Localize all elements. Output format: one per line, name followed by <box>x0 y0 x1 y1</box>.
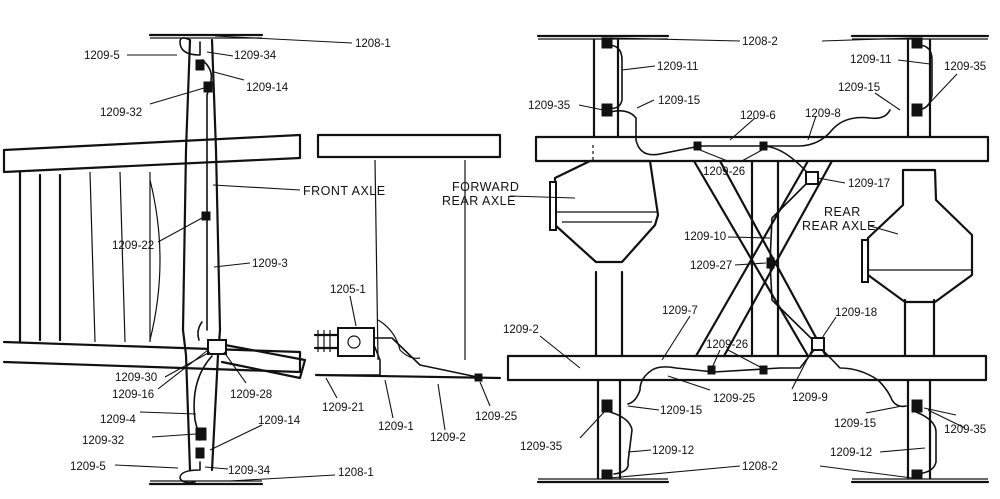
label-1209-6: 1209-6 <box>740 110 776 122</box>
label-1205-1: 1205-1 <box>330 284 366 296</box>
rear-left-top-hose <box>607 44 623 110</box>
label-1209-10: 1209-10 <box>684 231 726 243</box>
label-1209-11-left: 1209-11 <box>657 61 698 73</box>
label-1209-35-tl: 1209-35 <box>528 100 570 112</box>
label-1209-30: 1209-30 <box>115 372 157 384</box>
label-forward-rear-axle-1: FORWARD <box>452 180 519 194</box>
label-1209-12-left: 1209-12 <box>652 445 694 457</box>
front-top-hose-loop <box>179 37 201 56</box>
label-1209-1: 1209-1 <box>378 421 414 433</box>
label-1209-17: 1209-17 <box>848 178 890 190</box>
label-1208-2-bot: 1208-2 <box>742 461 778 473</box>
front-top-fitting <box>195 59 205 71</box>
label-1209-18: 1209-18 <box>835 307 877 319</box>
label-front-axle: FRONT AXLE <box>303 184 386 198</box>
label-1209-34-bot: 1209-34 <box>228 465 271 477</box>
rear-differential <box>866 168 974 304</box>
front-frame-rail-bottom <box>2 340 302 374</box>
label-1209-14-top: 1209-14 <box>246 82 289 94</box>
label-1209-25-right: 1209-25 <box>713 393 755 405</box>
label-1209-2-mid: 1209-2 <box>430 432 466 444</box>
front-frame-rail-top <box>2 133 302 174</box>
middle-frame-rail-top <box>316 133 502 159</box>
label-1209-15-tl: 1209-15 <box>658 95 700 107</box>
label-1209-4: 1209-4 <box>100 414 136 426</box>
label-1209-16: 1209-16 <box>112 389 154 401</box>
label-1209-34-top: 1209-34 <box>234 50 277 62</box>
label-1209-7: 1209-7 <box>662 305 698 317</box>
front-axle-beam-left-edge <box>181 38 192 472</box>
cross-member-diag-2 <box>694 159 834 358</box>
middle-frame-rail-bottom <box>314 373 502 380</box>
label-1209-28: 1209-28 <box>230 389 272 401</box>
label-1209-14-bot: 1209-14 <box>258 415 301 427</box>
label-1209-9: 1209-9 <box>792 392 828 404</box>
label-rear-rear-axle-1: REAR <box>824 205 861 219</box>
forward-differential <box>553 159 660 264</box>
label-1209-35-br: 1209-35 <box>944 424 986 436</box>
label-1209-2-right: 1209-2 <box>503 324 539 336</box>
front-junction-block <box>207 339 227 355</box>
label-1209-8: 1209-8 <box>805 108 841 120</box>
label-1209-21: 1209-21 <box>322 402 364 414</box>
center-cross-member <box>750 159 780 358</box>
rear-right-bottom-hose <box>915 411 937 475</box>
rear-right-top-hose <box>915 44 933 111</box>
rear-axles-assembly <box>506 34 990 484</box>
label-1209-25-mid: 1209-25 <box>475 411 517 423</box>
label-1209-5-top: 1209-5 <box>84 50 120 62</box>
front-clip <box>201 211 211 221</box>
label-1209-32-top: 1209-32 <box>100 107 142 119</box>
label-1209-12-right: 1209-12 <box>830 447 872 459</box>
label-1209-3: 1209-3 <box>252 258 288 270</box>
front-frame-end <box>18 170 62 344</box>
label-forward-rear-axle-2: REAR AXLE <box>442 194 516 208</box>
label-1209-15-tr: 1209-15 <box>838 82 880 94</box>
rear-frame-rail-top <box>534 135 990 163</box>
rear-frame-rail-bottom <box>506 354 988 382</box>
rear-left-bottom-hose <box>609 411 633 475</box>
leader-lines <box>114 35 966 482</box>
brake-valve-assembly <box>313 133 502 382</box>
label-rear-rear-axle-2: REAR AXLE <box>802 219 876 233</box>
front-axle-assembly <box>2 33 307 486</box>
label-1209-26-bot: 1209-26 <box>706 339 748 351</box>
label-1209-26-top: 1209-26 <box>703 166 745 178</box>
label-1208-1-top: 1208-1 <box>355 38 391 50</box>
label-1209-15-br: 1209-15 <box>834 418 876 430</box>
label-1209-15-bl: 1209-15 <box>660 405 702 417</box>
label-1209-22: 1209-22 <box>112 240 154 252</box>
brake-valve-body <box>337 327 375 357</box>
label-1209-35-bl: 1209-35 <box>520 441 562 453</box>
label-1208-1-bot: 1208-1 <box>338 467 374 479</box>
junction-1209-18 <box>811 337 825 351</box>
label-1209-35-tr: 1209-35 <box>944 61 986 73</box>
label-1208-2-top: 1208-2 <box>742 36 778 48</box>
front-axle-beam-right-edge <box>210 38 222 472</box>
part-labels: 1208-1 1209-5 1209-34 1209-14 1209-32 FR… <box>70 36 986 479</box>
label-1209-11-right: 1209-11 <box>850 54 891 66</box>
label-1209-27: 1209-27 <box>690 260 732 272</box>
label-1209-32-bot: 1209-32 <box>82 435 124 447</box>
junction-1209-17 <box>805 171 819 185</box>
label-1209-5-bot: 1209-5 <box>70 461 106 473</box>
